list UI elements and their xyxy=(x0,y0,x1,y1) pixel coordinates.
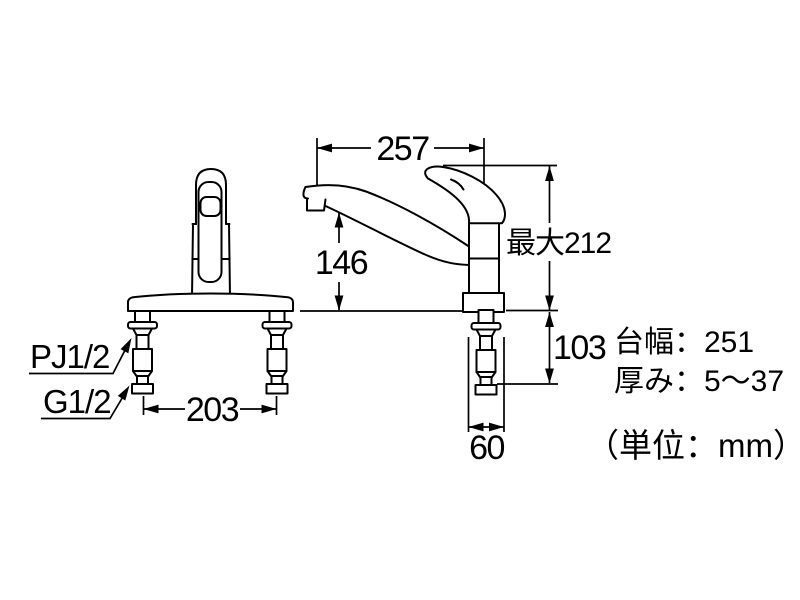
front-handle-column xyxy=(191,168,231,298)
spout-top-edge xyxy=(304,184,470,248)
dim-spout-height-value: 146 xyxy=(315,244,368,282)
side-handle xyxy=(424,165,507,225)
dim-under-counter-value: 103 xyxy=(553,329,606,367)
dim-spout-reach: 257 xyxy=(316,130,485,185)
dim-max-height-value: 最大212 xyxy=(506,227,611,260)
dim-spout-height: 146 xyxy=(315,212,369,311)
dim-base-depth: 60 xyxy=(467,337,506,467)
front-right-shank xyxy=(261,308,293,395)
spout-bottom-edge xyxy=(324,205,470,266)
front-view xyxy=(127,168,294,395)
dim-spout-reach-value: 257 xyxy=(376,130,429,168)
dim-under-counter: 103 xyxy=(497,312,607,385)
front-left-shank xyxy=(127,308,158,395)
g-thread-label: G1/2 xyxy=(43,383,111,420)
dimensions: 257 146 最大212 103 xyxy=(142,130,612,467)
handle-window xyxy=(199,196,222,217)
pj-thread-callout: PJ1/2 xyxy=(29,335,136,375)
handle-ridge xyxy=(450,178,465,191)
pj-thread-label: PJ1/2 xyxy=(30,338,109,375)
body-outline xyxy=(468,222,500,294)
column-lower-outline xyxy=(191,223,231,298)
dim-hole-pitch-value: 203 xyxy=(186,391,239,429)
g-thread-callout: G1/2 xyxy=(41,383,134,420)
note-unit: （単位：mm） xyxy=(586,427,800,464)
spout-tip-face xyxy=(302,186,309,200)
handle-outline xyxy=(424,165,507,225)
note-base-width: 台幅：251 xyxy=(614,326,754,359)
spout-aerator xyxy=(306,197,327,212)
handle-upper-outline xyxy=(195,168,227,225)
dim-hole-pitch: 203 xyxy=(142,391,278,429)
note-thickness: 厚み：5～37 xyxy=(614,365,784,398)
spout xyxy=(302,184,470,266)
dim-base-depth-value: 60 xyxy=(469,429,504,467)
handle-inner-outline xyxy=(197,181,223,283)
deck-plate xyxy=(127,292,294,312)
dim-max-height: 最大212 xyxy=(443,164,612,312)
spec-notes: 台幅：251 厚み：5～37 （単位：mm） xyxy=(586,326,800,464)
side-shank xyxy=(470,309,502,396)
side-view xyxy=(300,165,507,396)
thread-annotations: PJ1/2 G1/2 xyxy=(29,335,136,420)
